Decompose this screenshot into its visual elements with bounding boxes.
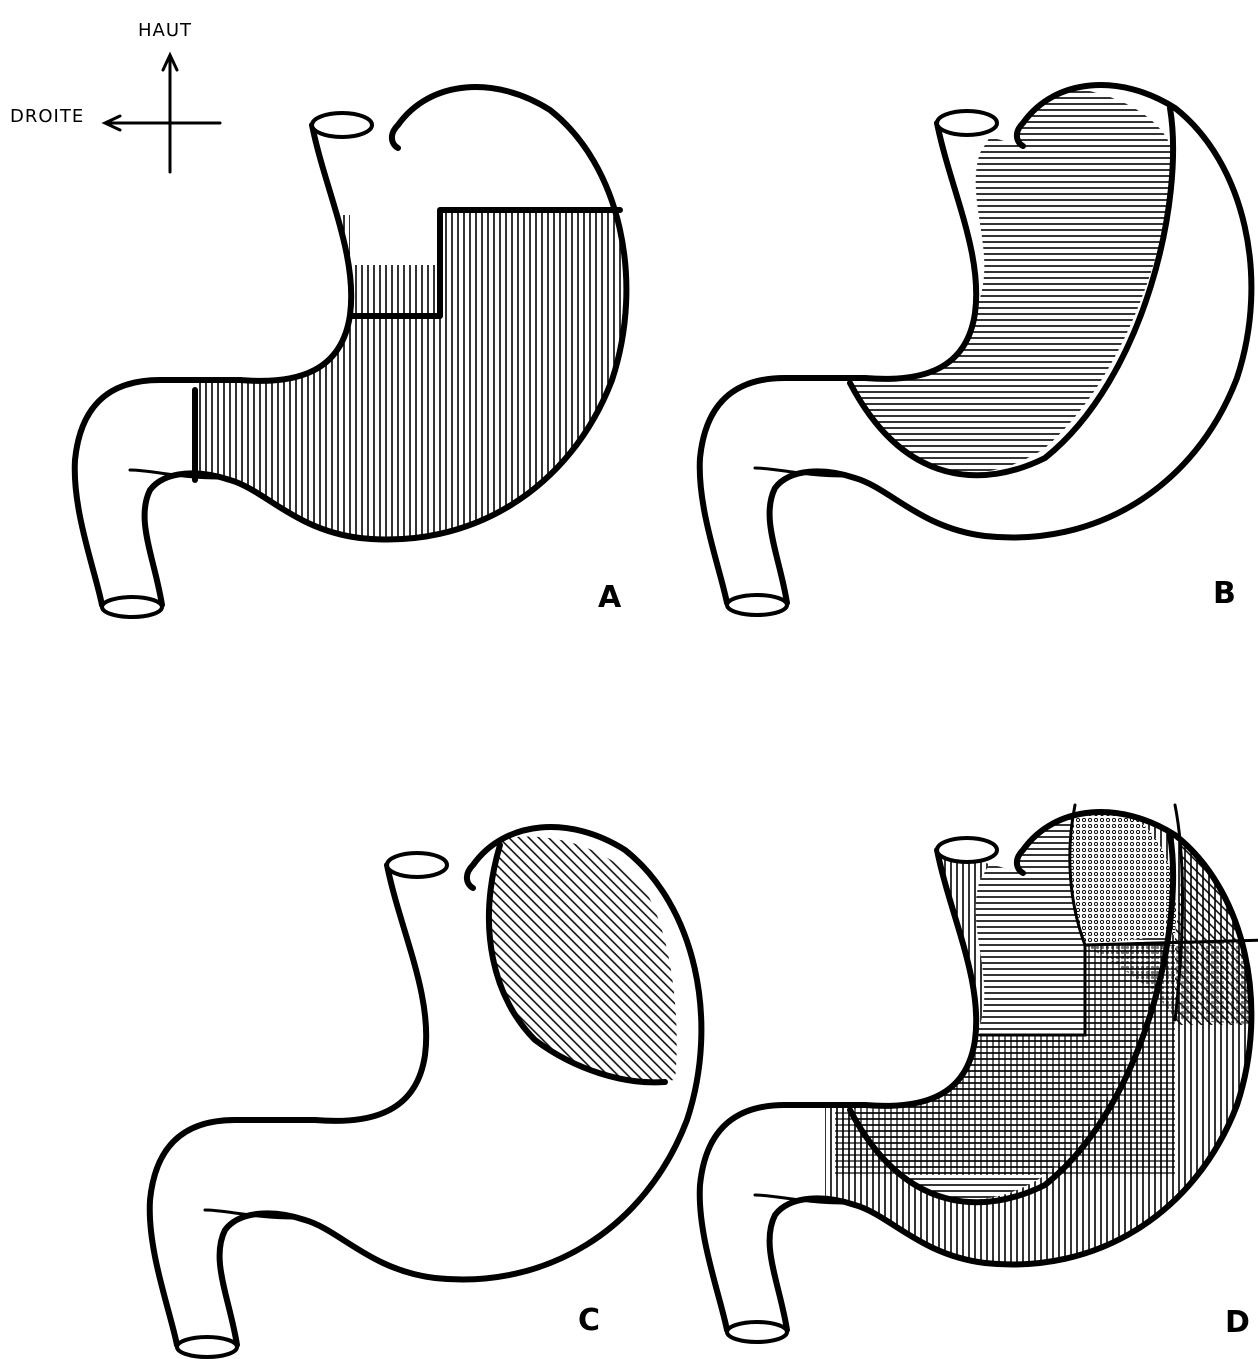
panel-d: [700, 725, 1258, 1345]
orientation-indicator: HAUT DROITE: [10, 20, 220, 172]
right-label: DROITE: [10, 106, 84, 127]
esophagus-opening: [937, 111, 997, 135]
panel-b: [700, 85, 1252, 615]
duodenum-opening: [102, 597, 162, 617]
panel-d-letter: D: [1225, 1305, 1250, 1340]
duodenum-opening: [727, 1322, 787, 1342]
esophagus-opening: [937, 838, 997, 862]
up-label: HAUT: [138, 20, 192, 41]
horizontal-hatch-region: [850, 86, 1175, 473]
panel-c: [150, 827, 702, 1357]
panel-b-letter: B: [1213, 576, 1236, 611]
esophagus-opening: [387, 853, 447, 877]
panel-a-letter: A: [598, 580, 622, 615]
panel-c-letter: C: [578, 1303, 600, 1338]
duodenum-opening: [177, 1337, 237, 1357]
duodenum-opening: [727, 595, 787, 615]
esophagus-opening: [312, 113, 372, 137]
vertical-hatch-region: [195, 208, 695, 608]
